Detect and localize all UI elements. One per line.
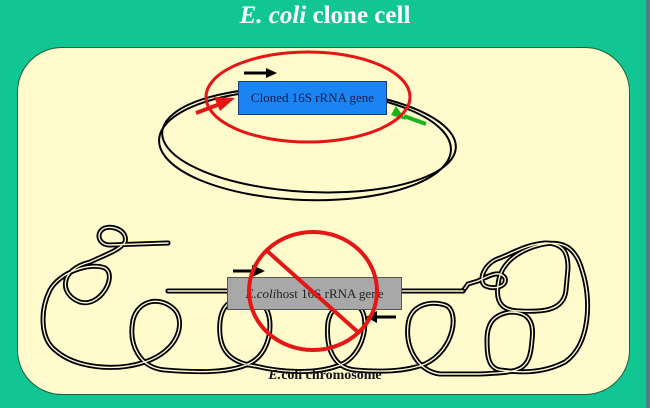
reverse-primer-arrow-host <box>366 311 396 323</box>
window-edge <box>646 0 650 408</box>
host-gene-box: E.coli host 16S rRNA gene <box>227 277 402 310</box>
green-insert-arrow <box>391 106 427 126</box>
chromosome-coil <box>43 227 588 374</box>
title-rest: clone cell <box>306 2 411 29</box>
slide-title: E. coli clone cell <box>0 2 650 30</box>
forward-primer-arrow-plasmid <box>244 68 277 78</box>
highlight-circle <box>204 50 412 144</box>
forward-primer-arrow-host <box>233 265 265 277</box>
chromosome-label-italic: E. <box>268 368 282 383</box>
title-italic: E. coli <box>239 2 307 29</box>
cloned-gene-label: Cloned 16S rRNA gene <box>250 90 375 105</box>
chromosome-label-rest: coli chromosome <box>281 368 382 383</box>
host-gene-label-rest: host 16S rRNA gene <box>276 285 384 301</box>
host-gene-label-italic: E.coli <box>245 285 277 301</box>
cloned-gene-box: Cloned 16S rRNA gene <box>238 81 387 115</box>
chromosome-label: E.coli chromosome <box>0 368 650 384</box>
